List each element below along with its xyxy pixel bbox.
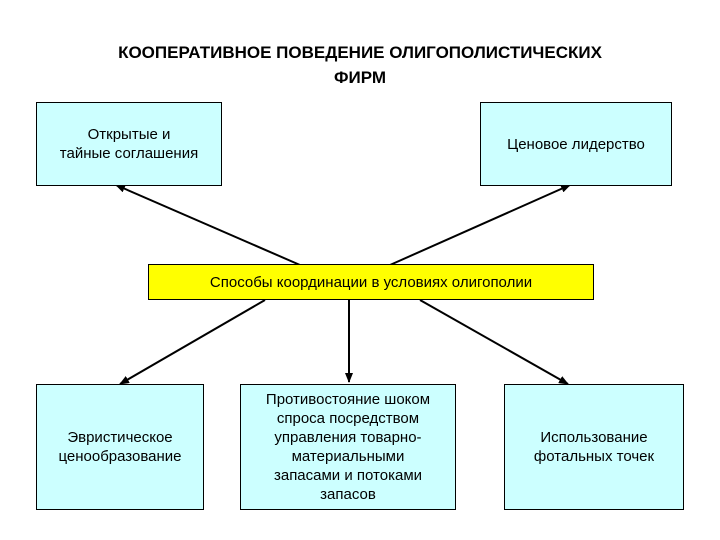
node-focal-points-label: Использование фотальных точек xyxy=(533,429,655,465)
node-coordination-methods-label: Способы координации в условиях олигополи… xyxy=(209,273,533,291)
node-focal-points: Использование фотальных точек xyxy=(504,384,684,510)
node-demand-shock-label: Противостояние шоком спроса посредством … xyxy=(265,391,431,503)
arrow-to-top-left xyxy=(115,184,301,266)
arrow-to-bottom-right xyxy=(419,299,569,385)
node-heuristic-pricing: Эвристическое ценообразование xyxy=(36,384,204,510)
node-price-leadership: Ценовое лидерство xyxy=(480,102,672,186)
node-open-secret-agreements: Открытые и тайные соглашения xyxy=(36,102,222,186)
arrow-to-top-right xyxy=(389,184,571,266)
node-open-secret-agreements-label: Открытые и тайные соглашения xyxy=(59,126,199,162)
node-heuristic-pricing-label: Эвристическое ценообразование xyxy=(58,429,182,465)
diagram-title: КООПЕРАТИВНОЕ ПОВЕДЕНИЕ ОЛИГОПОЛИСТИЧЕСК… xyxy=(20,40,700,90)
arrow-to-bottom-left xyxy=(119,299,266,385)
node-coordination-methods: Способы координации в условиях олигополи… xyxy=(148,264,594,300)
diagram-title-text: КООПЕРАТИВНОЕ ПОВЕДЕНИЕ ОЛИГОПОЛИСТИЧЕСК… xyxy=(118,43,602,87)
node-price-leadership-label: Ценовое лидерство xyxy=(507,135,645,153)
node-demand-shock: Противостояние шоком спроса посредством … xyxy=(240,384,456,510)
